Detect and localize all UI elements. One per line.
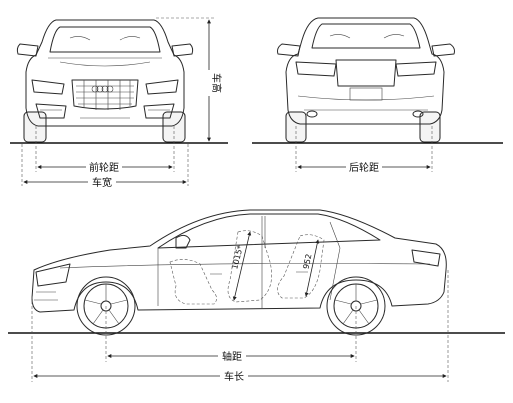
- width-label: 车宽: [92, 176, 112, 189]
- front-windshield: [49, 26, 161, 53]
- right-exhaust: [412, 110, 424, 118]
- rear-track-label-bg: [346, 161, 382, 173]
- grille-mesh: [76, 80, 134, 110]
- rear-left-mirror: [277, 43, 301, 57]
- rear-body-outline: [285, 17, 445, 125]
- shoulder-line: [59, 263, 431, 269]
- brand-rings-logo: [91, 85, 114, 93]
- rear-headrests: [329, 34, 405, 39]
- driver-seat-outline: [227, 230, 272, 303]
- wheelbase-label-bg: [218, 350, 246, 362]
- rear-view: [252, 17, 503, 172]
- wheelbase-label: 轴距: [222, 350, 242, 363]
- side-view: [8, 209, 505, 382]
- right-fog-intake: [143, 103, 175, 119]
- rear-legroom-label: 952: [302, 253, 314, 270]
- door-handles: [210, 271, 308, 275]
- front-track-label: 前轮距: [89, 161, 119, 174]
- license-plate: [349, 87, 383, 101]
- window-pillars: [261, 216, 341, 249]
- front-seat-outline: [169, 259, 217, 305]
- rear-right-mirror: [431, 43, 455, 57]
- rear-track-label: 后轮距: [349, 161, 379, 174]
- front-bumper-detail: [34, 291, 58, 301]
- rear-window: [311, 23, 421, 49]
- side-mirror: [175, 234, 191, 249]
- rear-legroom-dimension: [304, 239, 320, 297]
- side-window-frame: [157, 213, 381, 249]
- right-headlight: [145, 79, 179, 95]
- length-label-bg: [220, 370, 248, 382]
- left-fog-intake: [35, 103, 67, 119]
- side-taillight: [411, 249, 441, 267]
- left-headlight: [31, 79, 65, 95]
- width-label-bg: [88, 176, 116, 188]
- front-left-tire: [23, 111, 47, 143]
- right-taillight: [395, 61, 437, 77]
- side-headlight: [35, 263, 71, 287]
- rear-right-tire: [419, 111, 441, 143]
- left-mirror: [16, 43, 39, 57]
- left-taillight: [295, 61, 337, 77]
- height-label: 车高: [210, 73, 223, 93]
- hood-lines: [48, 57, 162, 67]
- height-label-bg: [204, 70, 216, 96]
- side-body-outline: [31, 209, 447, 313]
- bumper-lines: [40, 109, 170, 119]
- right-mirror: [171, 43, 194, 57]
- front-legroom-label: 1015*: [230, 244, 245, 270]
- front-view: [10, 17, 228, 186]
- front-legroom-dimension: [232, 231, 252, 301]
- length-label: 车长: [224, 370, 244, 383]
- front-seats: [69, 36, 141, 41]
- front-grille: [71, 79, 139, 110]
- rear-bumper-lines: [297, 95, 435, 111]
- trunk-lid: [335, 59, 397, 87]
- front-track-label-bg: [86, 161, 122, 173]
- left-exhaust: [306, 110, 318, 118]
